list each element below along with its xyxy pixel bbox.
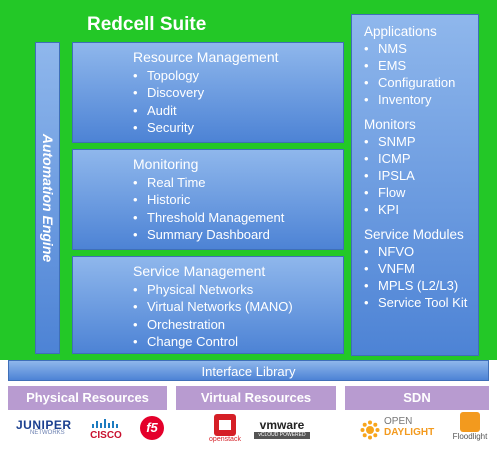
applications-section: Applications NMS EMS Configuration Inven… [364,23,478,108]
list-item: KPI [364,201,478,218]
openstack-icon [214,414,236,436]
panel-title: Service Management [133,263,266,279]
service-management-panel: Service Management Physical Networks Vir… [72,256,344,354]
juniper-text: JUNIPER [16,418,72,432]
resource-management-panel: Resource Management Topology Discovery A… [72,42,344,143]
monitoring-panel: Monitoring Real Time Historic Threshold … [72,149,344,250]
virtual-resources-header: Virtual Resources [176,386,336,410]
list-item: Virtual Networks (MANO) [133,298,343,316]
section-title: Monitors [364,117,416,132]
opendaylight-text-top: OPEN [384,416,413,427]
list-item: Flow [364,184,478,201]
vmware-text: vmware [259,418,305,432]
list-item: EMS [364,57,478,74]
sdn-header: SDN [345,386,489,410]
floodlight-logo: Floodlight [448,412,492,441]
monitors-section: Monitors SNMP ICMP IPSLA Flow KPI [364,116,478,218]
list-item: Service Tool Kit [364,294,478,311]
section-title: Applications [364,24,437,39]
list-item: ICMP [364,150,478,167]
list-item: Orchestration [133,316,343,334]
panel-title: Resource Management [133,49,279,65]
vmware-subtext: vCLOUD POWERED [254,432,310,439]
list-item: Inventory [364,91,478,108]
list-item: Historic [133,191,343,209]
f5-logo: f5 [140,416,164,440]
sun-icon [360,420,380,440]
juniper-logo: JUNIPER NETWORKS [16,418,72,436]
list-item: Summary Dashboard [133,226,343,244]
section-title: Service Modules [364,227,464,242]
floodlight-icon [460,412,480,432]
list-item: NFVO [364,243,478,260]
cisco-bars-icon [92,419,118,428]
automation-engine-label: Automation Engine [39,133,56,263]
list-item: Change Control [133,333,343,351]
list-item: Security [133,119,343,137]
list-item: MPLS (L2/L3) [364,277,478,294]
openstack-text: openstack [209,436,241,443]
vmware-logo: vmware vCLOUD POWERED [254,418,310,439]
service-modules-section: Service Modules NFVO VNFM MPLS (L2/L3) S… [364,226,478,311]
suite-title: Redcell Suite [87,14,207,35]
opendaylight-text-bottom: DAYLIGHT [384,427,435,438]
list-item: Discovery [133,84,343,102]
interface-library-bar: Interface Library [8,360,489,381]
list-item: IPSLA [364,167,478,184]
list-item: Real Time [133,174,343,192]
openstack-logo: openstack [203,414,247,443]
juniper-subtext: NETWORKS [30,430,65,436]
list-item: Threshold Management [133,209,343,227]
panel-title: Monitoring [133,156,199,172]
floodlight-text: Floodlight [452,432,488,441]
cisco-text: CISCO [90,430,122,441]
list-item: Topology [133,67,343,85]
list-item: SNMP [364,133,478,150]
cisco-logo: CISCO [84,418,128,441]
list-item: NMS [364,40,478,57]
list-item: Audit [133,102,343,120]
applications-monitors-panel: Applications NMS EMS Configuration Inven… [351,14,479,356]
list-item: VNFM [364,260,478,277]
list-item: Configuration [364,74,478,91]
physical-resources-header: Physical Resources [8,386,167,410]
list-item: Physical Networks [133,281,343,299]
automation-engine-bar: Automation Engine [35,42,60,354]
